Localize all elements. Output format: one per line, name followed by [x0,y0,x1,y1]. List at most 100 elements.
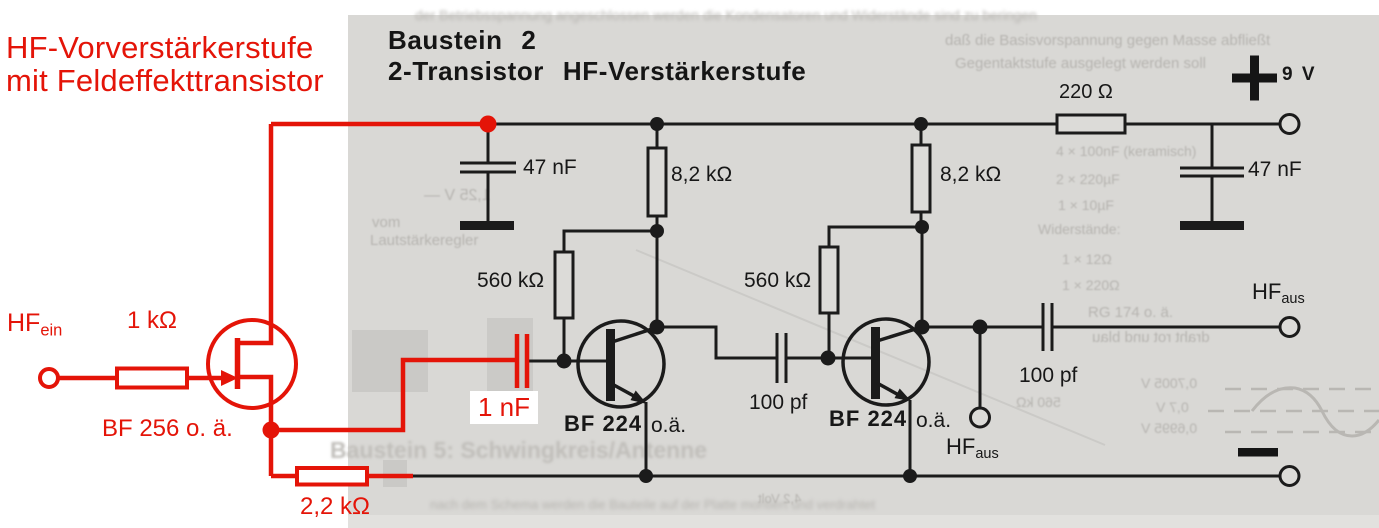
transistor-t2-suffix: o.ä. [916,409,952,432]
ground-bar [460,221,514,230]
annotation-line2: mit Feldeffekttransistor [6,63,324,98]
junction-dot [903,469,917,483]
emitter-arrow-icon [630,390,647,404]
resistor-8k2-stage1 [646,124,668,231]
resistor-body [553,250,575,320]
capacitor-100pf-2-label: 100 pf [1019,364,1078,387]
terminal-hf-in [38,367,60,389]
bleed-sine-wave [1208,386,1379,438]
hf-in-sub: ein [40,321,63,340]
hf-out-2-label: HFaus [946,434,999,463]
junction-dot [914,117,928,131]
main-circuit [413,55,1301,487]
page-title: Baustein 2 2-Transistor HF-Verstärkerstu… [388,25,806,87]
resistor-220-label: 220 Ω [1059,81,1113,103]
capacitor-47nF-left [460,128,516,230]
junction-dot [649,319,665,335]
capacitor-47nf-right-label: 47 nF [1248,158,1302,181]
resistor-560k-1-label: 560 kΩ [477,269,545,292]
terminal-hf-out-2 [969,406,991,429]
transistor-t1 [576,231,666,476]
resistor-220-body [1055,113,1127,135]
transistor-t2 [828,317,931,476]
scan-artifacts [352,249,1379,487]
capacitor-1nf-label-box: 1 nF [470,391,538,424]
junction-dots [556,117,988,483]
junction-dot [914,319,930,335]
transistor-base-bar [606,329,615,401]
resistor-body [818,245,840,315]
red-junction-dots [262,115,497,439]
coupling-wire [271,357,517,433]
resistor-body [646,146,668,218]
junction-dot [915,220,929,234]
junction-dot [556,353,572,369]
transistor-circle [576,319,666,409]
scan-smudge [383,460,407,487]
terminals [969,113,1301,487]
bleedthrough-text: Lautstärkeregler [370,232,479,249]
hf-out-main: HF [1252,279,1282,304]
capacitor-100pf-1-label: 100 pf [749,391,808,414]
transistor-circle [841,317,931,407]
terminal-plus-9v [1278,113,1301,135]
title-line1: Baustein 2 [388,25,537,55]
junction-dot [650,117,664,131]
fet-type-label: BF 256 o. ä. [102,415,233,442]
fet-circle [206,318,298,410]
bleedthrough-text: RG 174 o. ä. [1088,304,1174,321]
collector-lead [876,325,923,343]
page-bottom-strip [348,515,1379,528]
annotation-line1: HF-Vorverstärkerstufe [6,30,314,65]
resistor-8k2-stage2 [910,124,932,327]
source-wire [237,374,274,476]
hf-out-label: HFaus [1252,279,1305,308]
resistor-560k-2-label: 560 kΩ [744,269,812,292]
bleedthrough-text: der Betriebsspannung angeschlossen werde… [415,7,1037,23]
supply-voltage-label: 9 V [1282,64,1317,85]
transistor-base-bar [871,327,880,399]
terminal-hf-out [1278,316,1301,338]
bleedthrough-text: 1 × 220Ω [1062,277,1120,293]
fet-preamp-circuit [38,115,530,487]
bleedthrough-text: Baustein 5: Schwingkreis/Antenne [330,437,708,463]
resistor-2k2-body [295,466,369,487]
capacitor-100pf-interstage [657,325,828,383]
hf-out-2-main: HF [946,434,976,459]
junction-dot [262,421,280,439]
hf-in-label: HFein [7,309,63,340]
bleedthrough-text: 2 × 220µF [1056,171,1120,187]
resistor-8k2-2-label: 8,2 kΩ [940,163,1002,186]
junction-dot [972,319,988,335]
drain-wire [237,124,274,346]
gate-arrow-icon [221,370,238,386]
bleedthrough-text: nach dem Schema werden die Bauteile auf … [430,497,876,512]
capacitor-47nF-right [1180,124,1244,230]
hf-out-2-sub: aus [975,446,999,463]
junction-dot [650,224,664,238]
capacitor-47nf-left-label: 47 nF [523,156,577,179]
bleedthrough-text: 1 × 12Ω [1062,251,1112,267]
resistor-1k-label: 1 kΩ [127,307,177,334]
transistor-t1-suffix: o.ä. [651,414,687,437]
emitter-arrow-icon [894,388,911,401]
junction-dot [479,115,497,133]
bleedthrough-text: 1 × 10µF [1058,197,1114,213]
bleedthrough-text: vom [372,214,401,231]
transistor-t2-label: BF 224 [829,406,908,431]
junction-dot [639,469,653,483]
hf-out-sub: aus [1281,291,1305,308]
bleedthrough-text: Widerstände: [1038,221,1121,237]
scanned-page-background [348,15,1379,528]
junction-dot [820,350,836,366]
resistor-1k-body [115,366,189,390]
resistor-560k-stage2 [818,225,921,358]
transistor-t1-label: BF 224 [564,411,643,436]
ground-bar [1180,221,1244,230]
title-line2: 2-Transistor HF-Verstärkerstufe [388,56,807,86]
page-crease [635,249,1106,446]
bleedthrough-text: daß die Basisvorspannung gegen Masse abf… [945,32,1271,49]
